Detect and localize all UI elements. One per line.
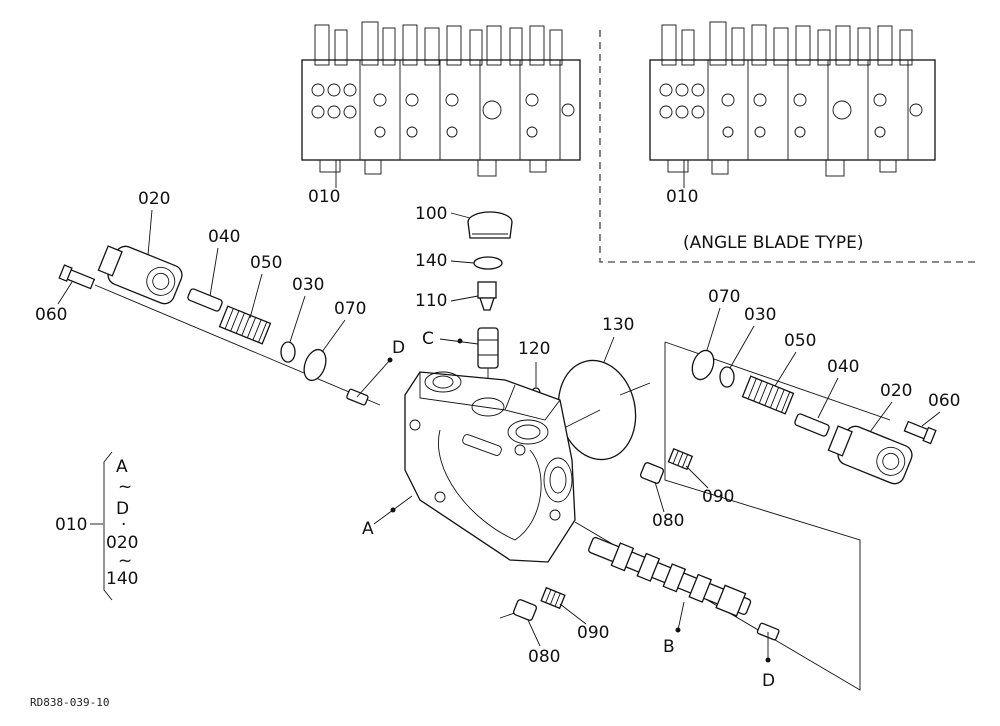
label-a: A (362, 519, 374, 539)
label-050-right: 050 (784, 331, 816, 351)
label-040-right: 040 (827, 357, 859, 377)
legend-line-5: 020 (106, 533, 138, 553)
valve-assembly-right: 010 (649, 21, 936, 207)
label-090-right: 090 (702, 487, 734, 507)
label-050-left: 050 (250, 253, 282, 273)
angle-blade-note: (ANGLE BLADE TYPE) (683, 233, 864, 253)
label-070-right: 070 (708, 287, 740, 307)
label-060-left: 060 (35, 305, 67, 325)
legend-main: 010 (55, 515, 87, 535)
label-010-top-left: 010 (308, 187, 340, 207)
left-relief-group: 020 040 050 030 070 060 D (35, 189, 405, 406)
label-040-left: 040 (208, 227, 240, 247)
right-relief-group: 070 030 050 040 020 060 (574, 287, 960, 691)
legend-line-1: A (116, 457, 128, 477)
label-100: 100 (415, 204, 447, 224)
label-030-left: 030 (292, 275, 324, 295)
label-090-bottom: 090 (577, 623, 609, 643)
label-120: 120 (518, 339, 550, 359)
label-110: 110 (415, 291, 447, 311)
label-020-right: 020 (880, 381, 912, 401)
legend-line-6: ~ (118, 551, 132, 571)
valve-body: A (362, 371, 576, 563)
spool-group: 090 080 D B 090 080 (499, 447, 780, 691)
label-d-bottom: D (762, 671, 775, 691)
angle-blade-boundary (599, 30, 980, 263)
label-030-right: 030 (744, 305, 776, 325)
label-080-right: 080 (652, 511, 684, 531)
label-d-top: D (392, 338, 405, 358)
top-valve-group: 100 140 110 C 120 130 (415, 204, 651, 461)
label-020-left: 020 (138, 189, 170, 209)
label-080-bottom: 080 (528, 647, 560, 667)
legend-line-2: ~ (118, 477, 132, 497)
label-130: 130 (602, 315, 634, 335)
valve-assembly-left: 010 (301, 21, 581, 207)
label-070-left: 070 (334, 299, 366, 319)
label-b: B (663, 637, 675, 657)
label-060-right: 060 (928, 391, 960, 411)
legend-line-7: 140 (106, 569, 138, 589)
legend-line-3: D (116, 499, 129, 519)
drawing-code: RD838-039-10 (30, 696, 109, 709)
label-010-top-right: 010 (666, 187, 698, 207)
label-c: C (422, 329, 434, 349)
legend-line-4: · (121, 515, 126, 535)
assembly-legend: 010 A ~ D · 020 ~ 140 (55, 451, 138, 601)
label-140: 140 (415, 251, 447, 271)
